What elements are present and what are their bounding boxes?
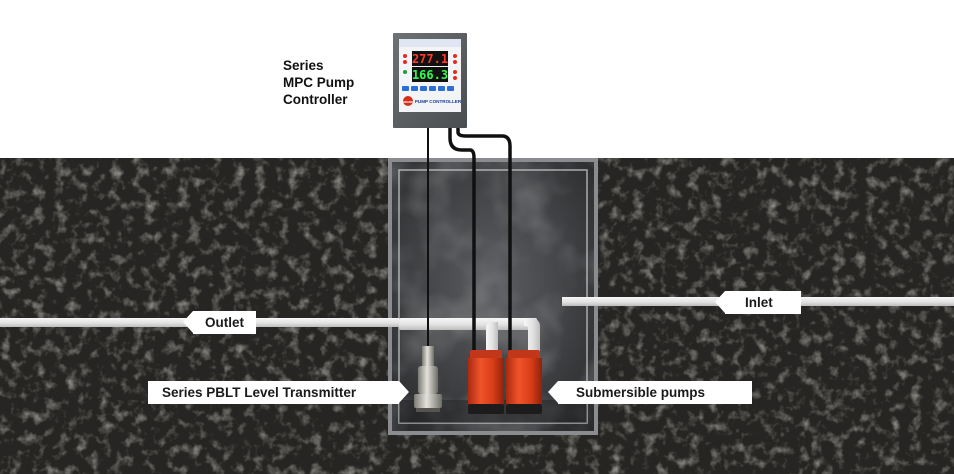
pump-cables [427,128,512,351]
controller-display-bottom: 166.3 [412,68,448,82]
controller-title: Series MPC Pump Controller [283,57,354,108]
transmitter-label: Series PBLT Level Transmitter [148,381,409,404]
controller-brand-logo: BRAND [403,100,415,104]
outlet-label: Outlet [183,311,256,334]
pumps-label: Submersible pumps [548,381,752,404]
inlet-label: Inlet [715,291,801,314]
controller-title-line-3: Controller [283,92,348,107]
submersible-pump-1 [468,350,504,414]
level-transmitter [414,346,442,412]
pump-controller [393,33,467,128]
controller-title-line-1: Series [283,58,324,73]
controller-panel-label: PUMP CONTROLLER [415,99,462,104]
controller-display-top: 277.1 [412,52,448,66]
controller-title-line-2: MPC Pump [283,75,355,90]
submersible-pump-2 [506,350,542,414]
